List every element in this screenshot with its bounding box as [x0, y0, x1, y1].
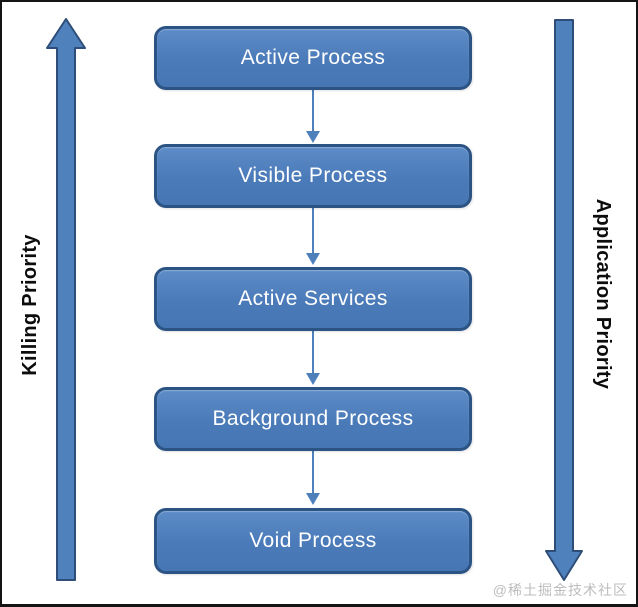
flow-box-visible-process: Visible Process [154, 144, 472, 208]
flow-box-label: Background Process [212, 407, 414, 430]
connector-arrow [306, 451, 320, 505]
flow-box-label: Visible Process [238, 164, 388, 187]
connector-arrow [306, 208, 320, 265]
application-priority-down-arrow [545, 19, 583, 581]
application-priority-label: Application Priority [592, 198, 614, 390]
flow-box-active-services: Active Services [154, 267, 472, 331]
flow-box-background-process: Background Process [154, 387, 472, 451]
killing-priority-label: Killing Priority [19, 234, 41, 376]
flow-box-label: Active Process [240, 46, 386, 69]
flow-box-label: Void Process [249, 529, 377, 552]
killing-priority-up-arrow [46, 18, 86, 581]
flow-box-label: Active Services [238, 287, 388, 310]
watermark: @稀土掘金技术社区 [492, 582, 628, 598]
flow-box-void-process: Void Process [154, 508, 472, 574]
connector-arrow [306, 331, 320, 385]
flow-box-active-process: Active Process [154, 26, 472, 90]
connector-arrow [306, 90, 320, 143]
